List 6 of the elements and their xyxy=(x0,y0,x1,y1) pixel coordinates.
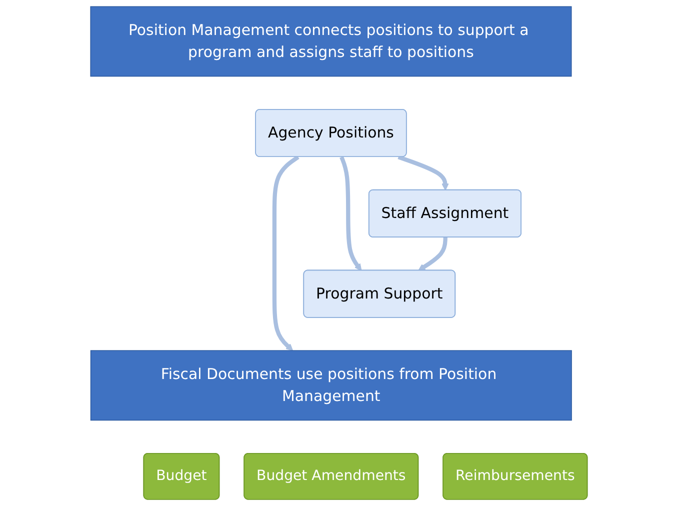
arrow xyxy=(397,155,448,191)
node-box: Position Management connects positions to support a program and assigns staff to positions xyxy=(90,6,572,77)
node-box: Fiscal Documents use positions from Position Management xyxy=(90,350,572,421)
arrow xyxy=(272,155,299,351)
arrow xyxy=(339,156,362,271)
arrow xyxy=(418,237,447,271)
